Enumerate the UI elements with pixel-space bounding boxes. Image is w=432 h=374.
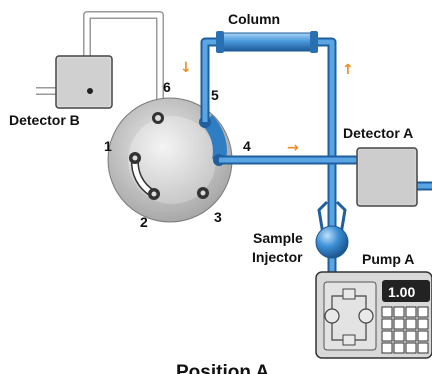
pump-a bbox=[315, 271, 432, 359]
port-label-6: 6 bbox=[163, 79, 171, 95]
flow-arrow-right-icon: → bbox=[287, 140, 299, 156]
pump-a-label: Pump A bbox=[362, 251, 414, 267]
pump-display-value: 1.00 bbox=[388, 284, 415, 300]
flow-arrow-down-icon: ↓ bbox=[180, 60, 192, 76]
column bbox=[216, 31, 318, 53]
detector-b-label: Detector B bbox=[9, 112, 80, 128]
port-label-5: 5 bbox=[211, 87, 219, 103]
column-label: Column bbox=[228, 11, 280, 27]
detector-a-label: Detector A bbox=[343, 125, 413, 141]
detector-a bbox=[356, 147, 418, 207]
port-label-2: 2 bbox=[140, 214, 148, 230]
flow-arrow-up-icon: ↑ bbox=[342, 62, 354, 78]
port-label-3: 3 bbox=[214, 209, 222, 225]
sample-injector bbox=[315, 225, 349, 259]
sample-injector-label-line2: Injector bbox=[252, 249, 303, 265]
port-label-4: 4 bbox=[243, 138, 251, 154]
diagram-title: Position A bbox=[176, 362, 270, 374]
switching-valve bbox=[107, 97, 233, 223]
port-label-1: 1 bbox=[104, 138, 112, 154]
sample-injector-label-line1: Sample bbox=[253, 230, 303, 246]
detector-b bbox=[55, 55, 113, 109]
